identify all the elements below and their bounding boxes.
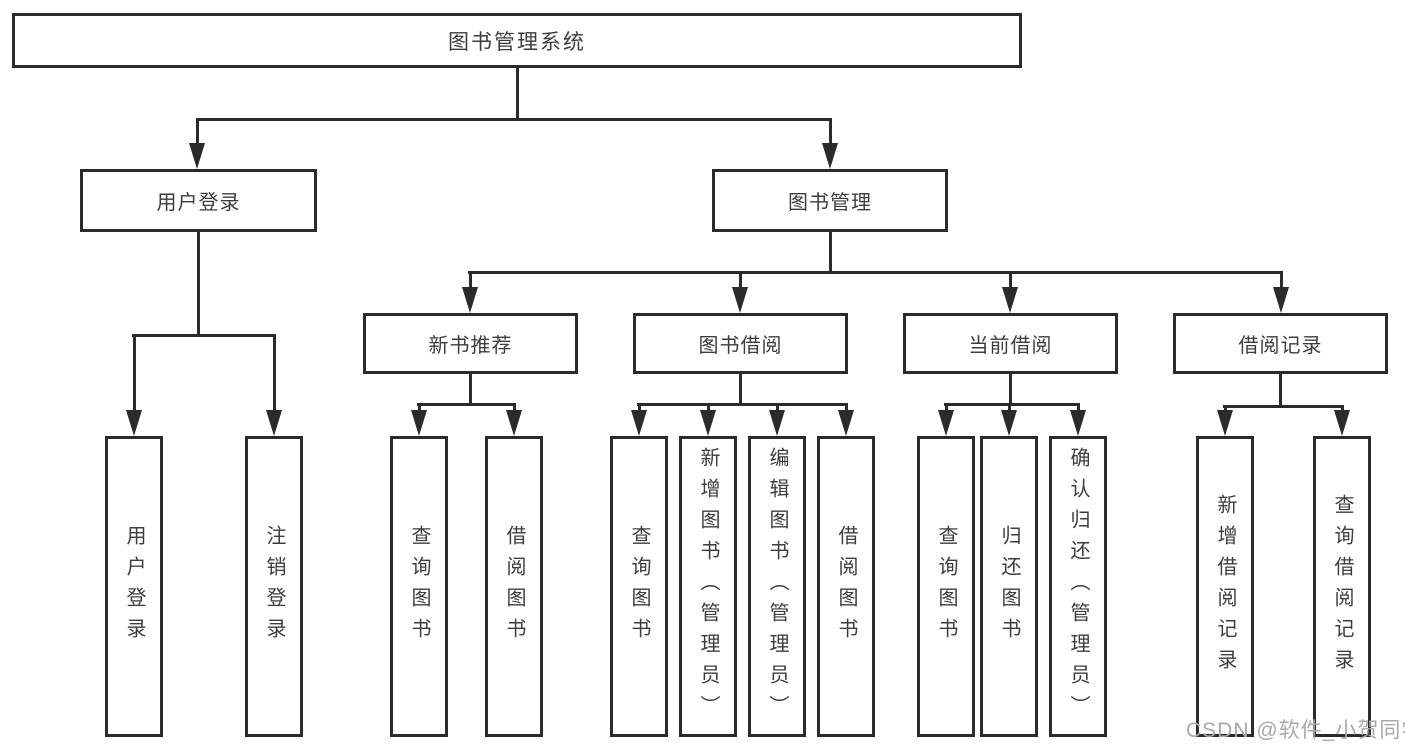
connector-line [197,232,200,336]
connector-line [513,403,516,414]
node-label: 查询图书 [935,524,957,649]
arrow-down-icon [411,410,427,436]
arrow-down-icon [506,410,522,436]
arrow-down-icon [732,287,748,313]
node-add-borrow-record: 新增借阅记录 [1196,436,1254,737]
arrow-down-icon [1001,410,1017,436]
node-library-management-system: 图书管理系统 [12,13,1022,68]
arrow-down-icon [462,287,478,313]
connector-line [1009,271,1012,291]
connector-line [707,403,710,414]
node-label: 图书管理 [788,192,872,214]
node-label: 新增借阅记录 [1214,493,1236,680]
arrow-down-icon [822,143,838,169]
arrow-down-icon [266,410,282,436]
connector-line [739,271,742,291]
node-label: 查询借阅记录 [1331,493,1353,680]
arrow-down-icon [769,410,785,436]
node-current-borrowing: 当前借阅 [903,313,1118,374]
node-label: 新书推荐 [428,335,513,357]
connector-line [637,403,848,406]
arrow-down-icon [938,410,954,436]
arrow-down-icon [1217,410,1233,436]
connector-line [1223,405,1344,408]
node-book-borrowing: 图书借阅 [633,313,848,374]
connector-line [418,403,421,414]
node-return-book: 归还图书 [980,436,1038,737]
node-label: 注销登录 [263,524,285,649]
connector-line [945,403,948,414]
node-new-book-recommendation: 新书推荐 [363,313,578,374]
connector-line [196,118,832,121]
connector-line [1008,403,1011,414]
connector-line [739,374,742,405]
node-query-borrow-record: 查询借阅记录 [1313,436,1371,737]
node-label: 确认归还（管理员） [1067,447,1089,726]
connector-line [1077,403,1080,414]
node-logout: 注销登录 [245,436,303,737]
node-label: 当前借阅 [968,335,1053,357]
node-borrow-books-recommend: 借阅图书 [485,436,543,737]
arrow-down-icon [1273,287,1289,313]
connector-line [273,334,276,414]
arrow-down-icon [700,410,716,436]
node-borrowing-records: 借阅记录 [1173,313,1388,374]
node-label: 编辑图书（管理员） [766,447,788,726]
node-borrow-books-borrowing: 借阅图书 [817,436,875,737]
arrow-down-icon [631,410,647,436]
node-book-management: 图书管理 [712,169,948,232]
connector-line [133,334,136,414]
node-label: 用户登录 [123,524,145,649]
arrow-down-icon [1334,410,1350,436]
node-label: 新增图书（管理员） [697,447,719,726]
connector-line [1009,374,1012,405]
arrow-down-icon [1002,287,1018,313]
node-label: 借阅图书 [835,524,857,649]
connector-line [469,271,472,291]
node-confirm-return-admin: 确认归还（管理员） [1049,436,1107,737]
connector-line [1341,405,1344,414]
connector-line [944,403,1080,406]
node-label: 查询图书 [408,524,430,649]
connector-line [845,403,848,414]
node-label: 图书借阅 [698,335,783,357]
node-query-books-borrowing: 查询图书 [610,436,668,737]
arrow-down-icon [126,410,142,436]
connector-line [1279,374,1282,407]
node-query-books-recommend: 查询图书 [390,436,448,737]
node-user-login-leaf: 用户登录 [105,436,163,737]
arrow-down-icon [1070,410,1086,436]
connector-line [776,403,779,414]
connector-line [132,334,276,337]
connector-line [469,374,472,405]
node-label: 查询图书 [628,524,650,649]
node-query-books-current: 查询图书 [917,436,975,737]
connector-line [829,232,832,273]
arrow-down-icon [189,143,205,169]
connector-line [196,118,199,147]
connector-line [417,403,516,406]
watermark: CSDN @软件_小贺同学 [1186,719,1405,742]
connector-line [1280,271,1283,291]
node-label: 用户登录 [156,192,241,214]
connector-line [638,403,641,414]
node-label: 图书管理系统 [448,30,586,54]
node-label: 归还图书 [998,524,1020,649]
node-edit-book-admin: 编辑图书（管理员） [748,436,806,737]
arrow-down-icon [838,410,854,436]
node-label: 借阅记录 [1238,335,1323,357]
connector-line [516,68,519,120]
connector-line [829,118,832,147]
node-add-book-admin: 新增图书（管理员） [679,436,737,737]
node-label: 借阅图书 [503,524,525,649]
connector-line [1224,405,1227,414]
node-user-login: 用户登录 [80,169,317,232]
connector-line [468,271,1282,274]
